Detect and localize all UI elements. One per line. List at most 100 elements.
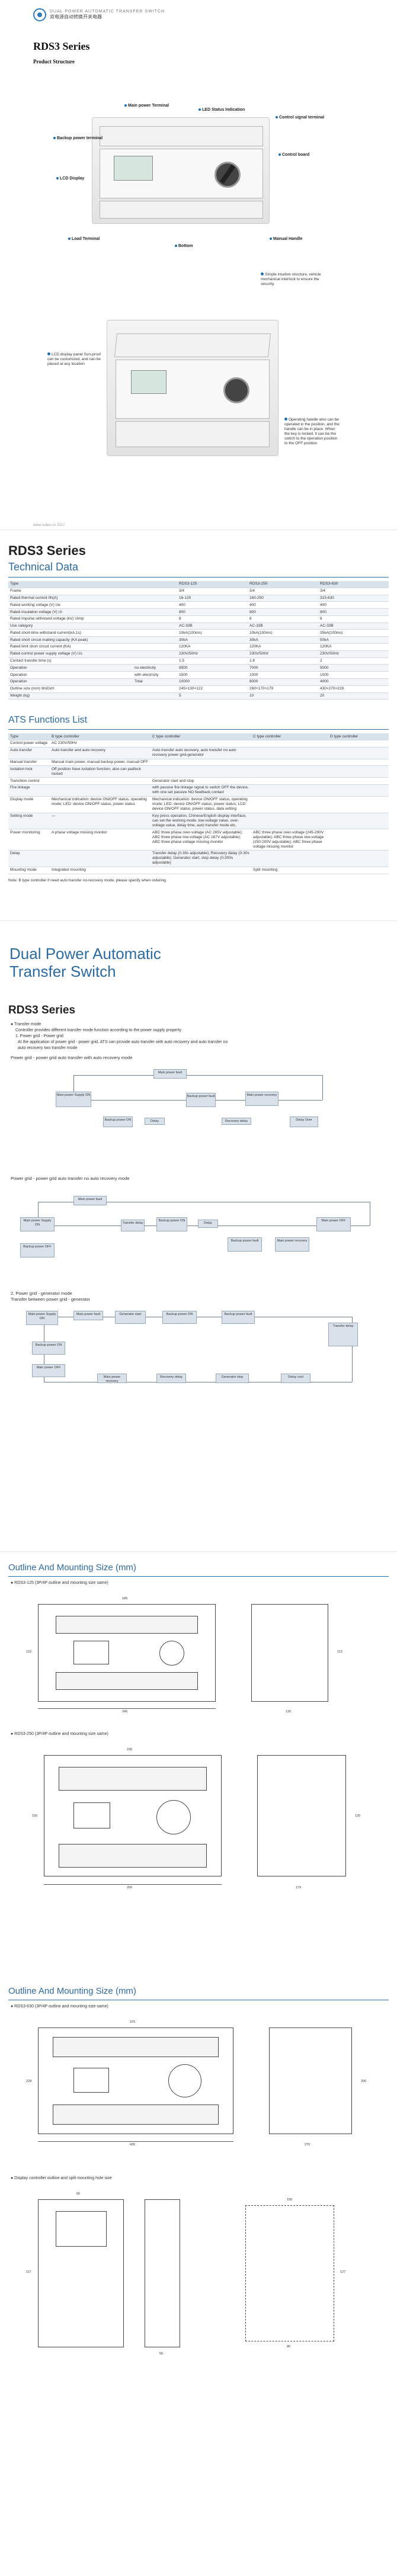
table-cell	[251, 759, 328, 766]
table-cell: 400	[318, 601, 389, 609]
table-cell: 245×130×122	[177, 685, 248, 693]
table-cell	[251, 813, 328, 830]
flow-box: Transfer delay	[121, 1220, 145, 1231]
diagram1-title: Power grid - power grid auto transfer wi…	[11, 1055, 133, 1060]
flow-box: Main power recovery	[97, 1374, 127, 1383]
flow-box: Main power Supply ON	[26, 1311, 58, 1325]
table-cell: —	[50, 813, 151, 830]
table-cell: 120KA	[177, 643, 248, 651]
table-header-row: Type B type controller C type controller…	[8, 733, 389, 741]
drawing-rds3-630: 430 375 228 270 200	[8, 2016, 389, 2152]
series-heading: RDS3 Series	[33, 40, 90, 52]
table-cell: Rated limit short circuit current (KA)	[8, 643, 133, 651]
table-cell	[251, 777, 328, 785]
dim-depth-250: 179	[296, 1886, 302, 1890]
table-cell	[251, 765, 328, 778]
table-cell: Auto transfer auto recovery, auto transf…	[151, 747, 251, 759]
table-cell: Contact transfer time (s)	[8, 657, 133, 665]
flow-connector	[322, 1075, 323, 1100]
brand-line1: DUAL POWER AUTOMATIC TRANSFER SWITCH	[50, 9, 165, 14]
bullet-icon	[47, 352, 50, 355]
table-cell: 8	[318, 615, 389, 623]
outline-sheet: Outline And Mounting Size (mm) ● RDS3-12…	[0, 1552, 397, 2365]
sheet-footer: www.rsdlec.cn 2017	[33, 524, 65, 527]
flow-box: Delay	[145, 1118, 165, 1125]
table-cell	[133, 692, 177, 700]
dim-depth-125: 130	[286, 1710, 292, 1714]
dim-mount-250: 236	[127, 1748, 133, 1751]
table-cell	[151, 765, 251, 778]
table-row: Rated short circuit making capacity (KA …	[8, 636, 389, 644]
terminal-row-top-630	[53, 2037, 219, 2057]
table-cell: 1.8	[248, 657, 318, 665]
table-cell: 35kA(100ms)	[318, 629, 389, 637]
table-cell: 230V/50Hz	[177, 650, 248, 658]
table-cell: 8000	[248, 678, 318, 686]
brand-logo-icon	[33, 8, 46, 21]
table-cell: 3/4	[248, 588, 318, 595]
table-cell: 230V/50Hz	[318, 650, 389, 658]
angled-terminal-bottom	[116, 421, 270, 447]
dim-ctrl-width: 66	[76, 2192, 81, 2196]
callout-led: LED Status Indication	[198, 108, 245, 112]
table-cell	[328, 867, 389, 874]
flow-box: Delay	[198, 1220, 218, 1228]
brand-logo: DUAL POWER AUTOMATIC TRANSFER SWITCH 双电源…	[33, 8, 364, 21]
drawing-rds3-125: 245 185 122 130 113	[8, 1592, 389, 1720]
table-header-row: Type RDS3-125 RDS3-250 RDS3-630	[8, 581, 389, 588]
outline-630-label: ● RDS3-630 (3P/4P outline and mounting s…	[11, 2004, 108, 2009]
table-cell	[328, 740, 389, 748]
flow-box: Backup power OFF	[20, 1243, 55, 1257]
table-cell: Use category	[8, 623, 133, 630]
table-cell	[328, 747, 389, 759]
table-cell	[328, 784, 389, 797]
controller-cutout	[245, 2205, 334, 2341]
flow-box: Backup power ON	[103, 1117, 133, 1127]
table-cell	[151, 740, 251, 748]
table-cell: 315-630	[318, 595, 389, 602]
tech-series-title: RDS3 Series	[8, 543, 86, 558]
side-view-630	[269, 2028, 352, 2134]
table-cell: 160-250	[248, 595, 318, 602]
callout-lcd: LCD Display	[56, 177, 84, 181]
intro-line: Controller provides different transfer m…	[15, 1028, 182, 1032]
table-cell: 800	[248, 608, 318, 616]
flow-box: Backup power ON	[162, 1311, 197, 1324]
dim-ctrl-depth: 56	[159, 2352, 164, 2356]
table-cell: Rated thermal current Ith(A)	[8, 595, 133, 602]
knob-outline-250	[156, 1800, 191, 1834]
table-cell: 1000	[248, 671, 318, 679]
table-cell: AC-33B	[177, 623, 248, 630]
table-cell: ABC three phase over-voltage (AC 265V ad…	[151, 829, 251, 851]
side-view-125	[251, 1604, 328, 1702]
lcd-display	[114, 156, 153, 181]
table-cell	[133, 615, 177, 623]
table-row: Rated impulse withstand voltage (kV) Uim…	[8, 615, 389, 623]
diagram2-title: Power grid - power grid auto transfer no…	[11, 1176, 130, 1181]
flow-box: Delay cool	[281, 1374, 310, 1383]
controller-outline-label: ● Display controller outline and split m…	[11, 2176, 112, 2180]
col-250: RDS3-250	[248, 581, 318, 588]
table-cell	[133, 650, 177, 658]
table-cell	[133, 643, 177, 651]
ats-col-b: B type controller	[50, 733, 151, 741]
side-view-250	[257, 1755, 346, 1876]
flow-box: Main power Supply ON	[20, 1217, 55, 1231]
flow-box: Recovery delay	[222, 1118, 251, 1125]
table-cell: Off position have isolation function, al…	[50, 765, 151, 778]
table-cell: with electricity	[133, 671, 177, 679]
table-cell	[251, 850, 328, 867]
table-cell: 10	[248, 692, 318, 700]
table-cell: 7000	[248, 664, 318, 672]
feature-interlock: Simple intuitive structure, vehicle mech…	[261, 272, 321, 286]
table-cell: Rated impulse withstand voltage (kV) Uim…	[8, 615, 133, 623]
